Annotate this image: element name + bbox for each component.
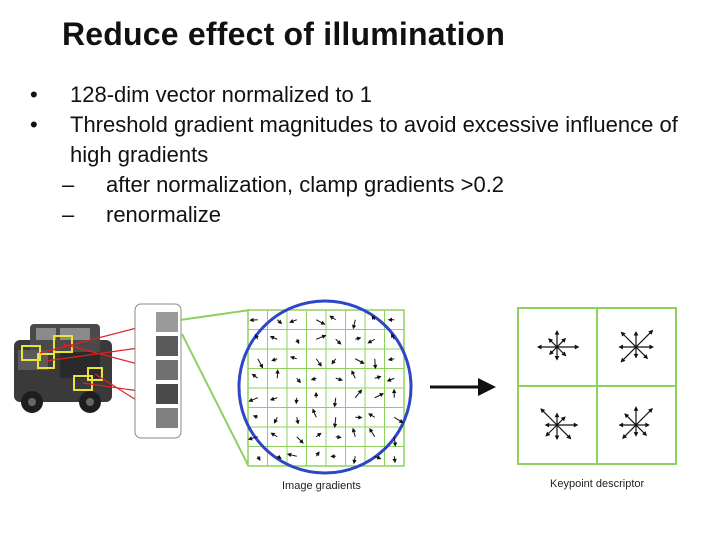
keypoint-descriptor-caption: Keypoint descriptor (550, 478, 644, 490)
dash-marker: – (62, 200, 74, 230)
descriptor-grid (518, 308, 676, 464)
sub-bullet-text: after normalization, clamp gradients >0.… (106, 172, 504, 197)
bullet-marker: • (30, 80, 38, 110)
patch-strip (135, 304, 181, 438)
bullet-item: • 128-dim vector normalized to 1 (30, 80, 710, 110)
gradient-grid (239, 301, 411, 473)
bullet-text: 128-dim vector normalized to 1 (70, 82, 372, 107)
bullet-text: Threshold gradient magnitudes to avoid e… (70, 112, 678, 167)
sub-bullet-text: renormalize (106, 202, 221, 227)
sub-bullet-item: – after normalization, clamp gradients >… (62, 170, 710, 200)
image-gradients-caption: Image gradients (282, 480, 361, 492)
sub-bullet-item: – renormalize (62, 200, 710, 230)
slide-title: Reduce effect of illumination (62, 16, 505, 53)
transform-arrow (430, 378, 496, 396)
dash-marker: – (62, 170, 74, 200)
bullet-list: • 128-dim vector normalized to 1 • Thres… (30, 80, 710, 230)
sift-figure: Image gradients Keypoint descriptor (0, 290, 720, 520)
source-photo (10, 318, 128, 426)
bullet-item: • Threshold gradient magnitudes to avoid… (30, 110, 710, 170)
bullet-marker: • (30, 110, 38, 140)
